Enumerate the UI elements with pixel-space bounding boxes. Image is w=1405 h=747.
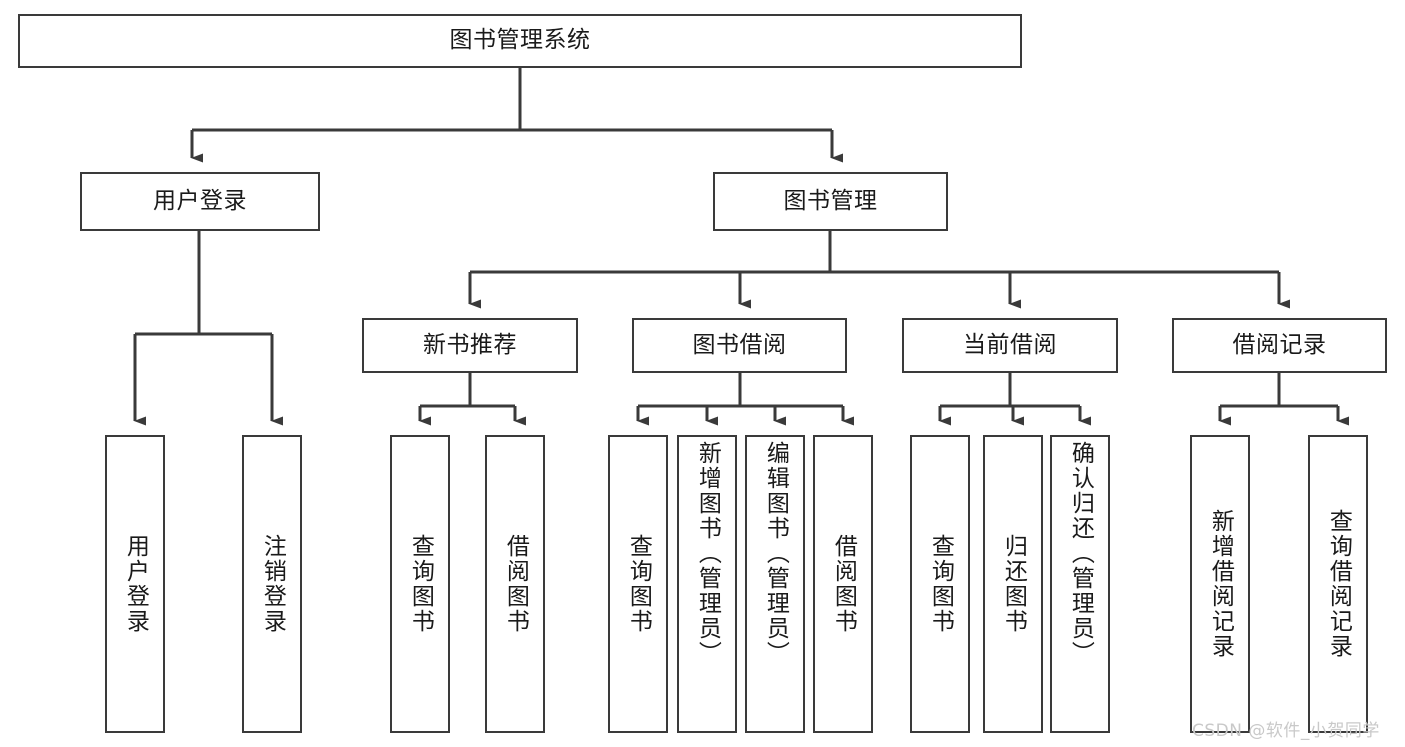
node-book-manage-label: 图书管理 [783,187,878,214]
node-leaf-borrow-book-2-label: 借阅图书 [830,534,857,634]
node-new-book-recommend-label: 新书推荐 [423,331,517,358]
edge-group-root [190,68,843,163]
node-leaf-query-book-2-label: 查询图书 [625,534,652,634]
node-leaf-add-book-admin[interactable]: 新增图书（管理员） [677,435,737,733]
watermark-text: CSDN @软件_小贺同学 [1192,721,1380,741]
node-user-login[interactable]: 用户登录 [80,172,320,231]
node-user-login-label: 用户登录 [153,187,247,214]
node-leaf-add-borrow-record[interactable]: 新增借阅记录 [1190,435,1250,733]
node-leaf-borrow-book-2[interactable]: 借阅图书 [813,435,873,733]
edge-group-borrow-record [1218,373,1349,426]
node-leaf-logout-login-label: 注销登录 [259,534,286,634]
edge-group-current-borrow [938,373,1091,426]
node-root[interactable]: 图书管理系统 [18,14,1022,68]
node-leaf-user-login[interactable]: 用户登录 [105,435,165,733]
node-leaf-add-book-admin-label: 新增图书（管理员） [694,441,721,666]
node-leaf-confirm-return-admin[interactable]: 确认归还（管理员） [1050,435,1110,733]
node-leaf-edit-book-admin-label: 编辑图书（管理员） [762,441,789,666]
node-leaf-borrow-book-1-label: 借阅图书 [502,534,529,634]
edge-group-book-borrow [636,373,854,426]
node-leaf-add-borrow-record-label: 新增借阅记录 [1207,509,1234,659]
node-leaf-query-borrow-record[interactable]: 查询借阅记录 [1308,435,1368,733]
edge-group-new-book-recommend [418,373,526,426]
node-root-label: 图书管理系统 [449,27,591,54]
node-leaf-query-book-3-label: 查询图书 [927,534,954,634]
node-current-borrow-label: 当前借阅 [963,331,1057,358]
node-current-borrow[interactable]: 当前借阅 [902,318,1118,373]
node-book-borrow-label: 图书借阅 [692,331,787,358]
node-borrow-record-label: 借阅记录 [1232,331,1327,358]
node-borrow-record[interactable]: 借阅记录 [1172,318,1387,373]
node-leaf-logout-login[interactable]: 注销登录 [242,435,302,733]
node-leaf-query-borrow-record-label: 查询借阅记录 [1325,509,1352,659]
node-book-manage[interactable]: 图书管理 [713,172,948,231]
node-leaf-user-login-label: 用户登录 [122,534,149,634]
node-leaf-query-book-2[interactable]: 查询图书 [608,435,668,733]
edge-group-book-manage [468,231,1290,309]
node-new-book-recommend[interactable]: 新书推荐 [362,318,578,373]
edge-group-user-login [133,231,283,426]
node-leaf-query-book-3[interactable]: 查询图书 [910,435,970,733]
node-leaf-return-book-label: 归还图书 [1000,534,1027,634]
node-leaf-query-book-1-label: 查询图书 [407,534,434,634]
node-leaf-borrow-book-1[interactable]: 借阅图书 [485,435,545,733]
node-book-borrow[interactable]: 图书借阅 [632,318,847,373]
node-leaf-edit-book-admin[interactable]: 编辑图书（管理员） [745,435,805,733]
node-leaf-return-book[interactable]: 归还图书 [983,435,1043,733]
node-leaf-confirm-return-admin-label: 确认归还（管理员） [1067,441,1094,666]
node-leaf-query-book-1[interactable]: 查询图书 [390,435,450,733]
